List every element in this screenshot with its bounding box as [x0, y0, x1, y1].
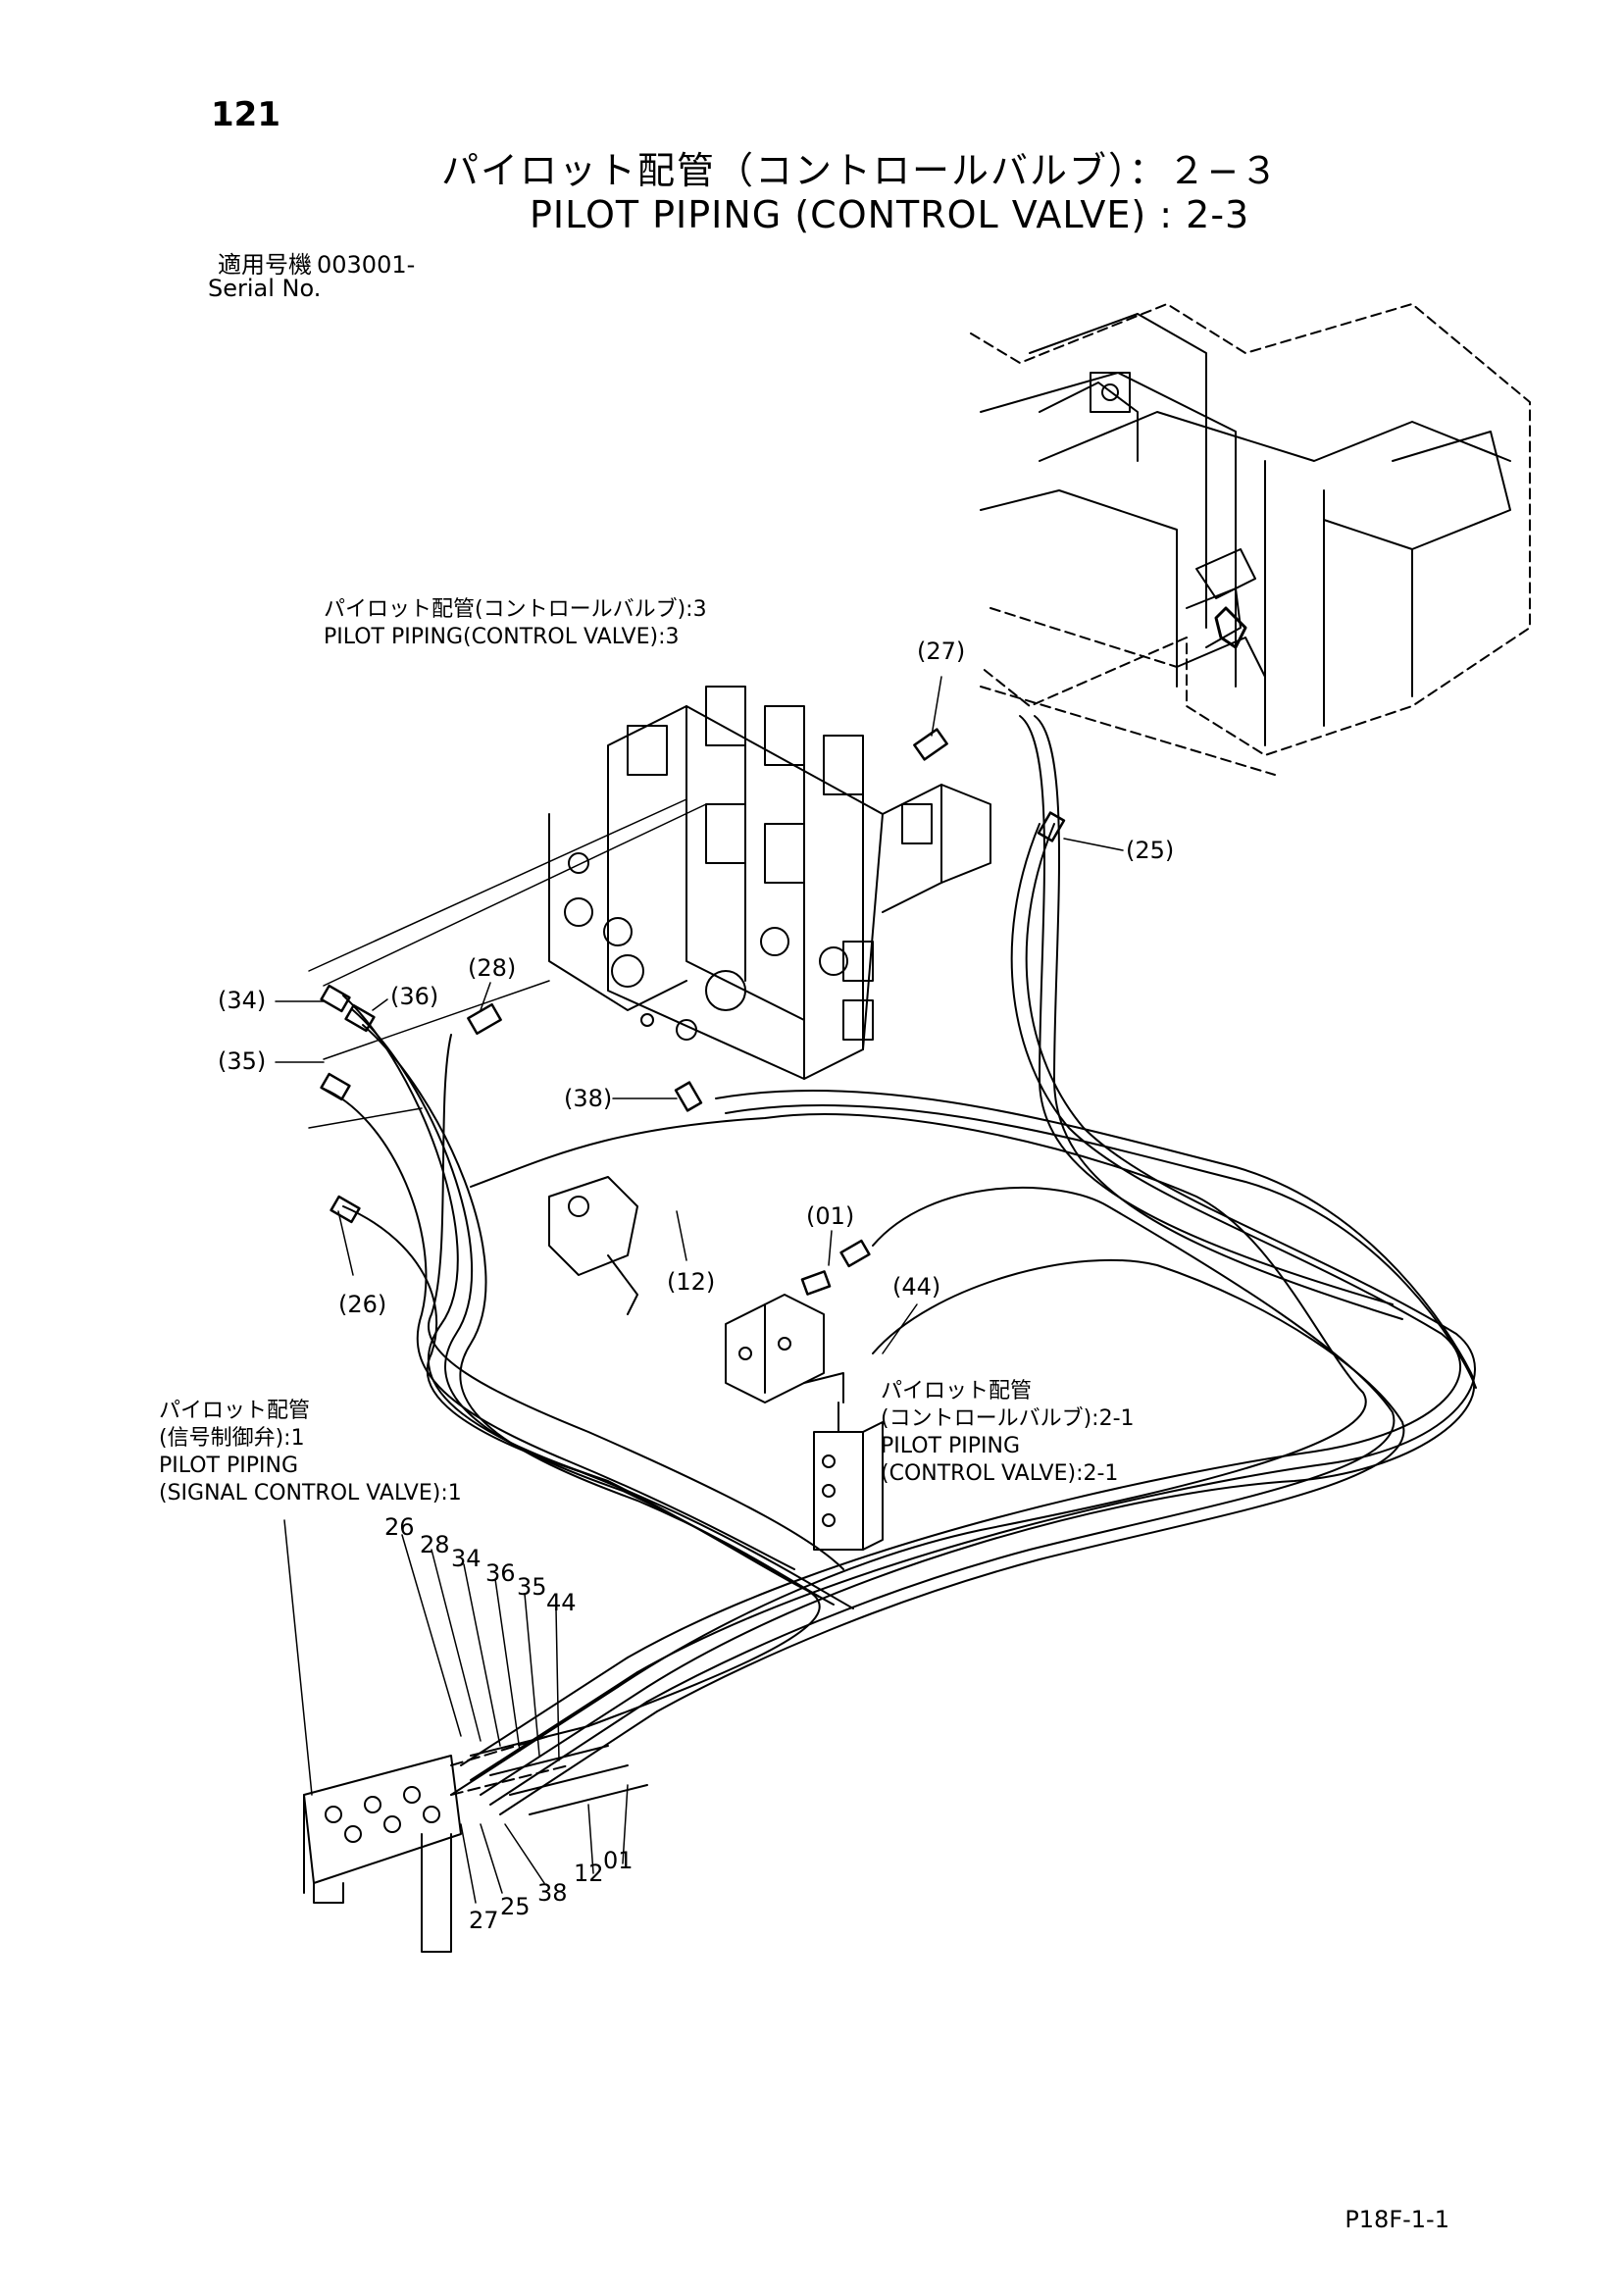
- bundle-label-26: 26: [384, 1513, 415, 1541]
- bundle-label-27: 27: [469, 1907, 499, 1934]
- callout-27: (27): [917, 638, 966, 665]
- callout-12: (12): [667, 1268, 716, 1296]
- bundle-label-44: 44: [546, 1589, 577, 1616]
- signal-control-valve: [303, 1735, 570, 1953]
- figure-code: P18F-1-1: [1345, 2206, 1449, 2233]
- pipe-bundle: [323, 715, 1477, 1815]
- fittings: [320, 728, 1066, 1296]
- small-valves: [548, 1176, 884, 1551]
- serial-value: 003001-: [317, 251, 416, 279]
- callout-01: (01): [806, 1202, 855, 1230]
- bundle-label-12: 12: [574, 1860, 604, 1887]
- callout-25: (25): [1126, 837, 1175, 864]
- note-cv21-english-2: (CONTROL VALVE):2-1: [881, 1461, 1119, 1486]
- leader-lines: [275, 676, 1124, 1904]
- note-cv21-japanese-1: パイロット配管: [881, 1379, 1033, 1403]
- title-english: PILOT PIPING (CONTROL VALVE) : 2-3: [530, 193, 1250, 236]
- bundle-label-01: 01: [603, 1847, 634, 1874]
- note-scv1-english-1: PILOT PIPING: [159, 1454, 298, 1478]
- note-cv21-japanese-2: (コントロールバルブ):2-1: [881, 1406, 1135, 1431]
- note-scv1-english-2: (SIGNAL CONTROL VALVE):1: [159, 1481, 462, 1505]
- control-valve-assembly: [548, 686, 991, 1080]
- callout-34: (34): [218, 987, 267, 1014]
- note-cv3-japanese: パイロット配管(コントロールバルブ):3: [324, 597, 707, 622]
- bundle-label-34: 34: [451, 1545, 482, 1572]
- bundle-label-25: 25: [500, 1893, 531, 1920]
- bundle-label-28: 28: [420, 1531, 450, 1558]
- callout-36: (36): [390, 983, 439, 1010]
- note-cv3-english: PILOT PIPING(CONTROL VALVE):3: [324, 625, 680, 649]
- machine-body: [970, 303, 1531, 776]
- callout-38: (38): [564, 1085, 613, 1112]
- callout-44: (44): [892, 1273, 941, 1301]
- serial-label-english: Serial No.: [208, 275, 322, 302]
- page-number: 121: [211, 95, 280, 134]
- bundle-label-36: 36: [485, 1559, 516, 1587]
- serial-label-japanese: 適用号機: [218, 251, 312, 279]
- note-scv1-japanese-1: パイロット配管: [159, 1399, 311, 1423]
- callout-26: (26): [338, 1291, 387, 1318]
- bundle-label-38: 38: [537, 1879, 568, 1907]
- title-japanese: パイロット配管（コントロールバルブ）：２−３: [441, 149, 1280, 192]
- bundle-label-35: 35: [517, 1573, 547, 1601]
- note-cv21-english-1: PILOT PIPING: [881, 1434, 1020, 1458]
- callout-28: (28): [468, 954, 517, 982]
- callout-35: (35): [218, 1047, 267, 1075]
- note-scv1-japanese-2: (信号制御弁):1: [159, 1426, 305, 1451]
